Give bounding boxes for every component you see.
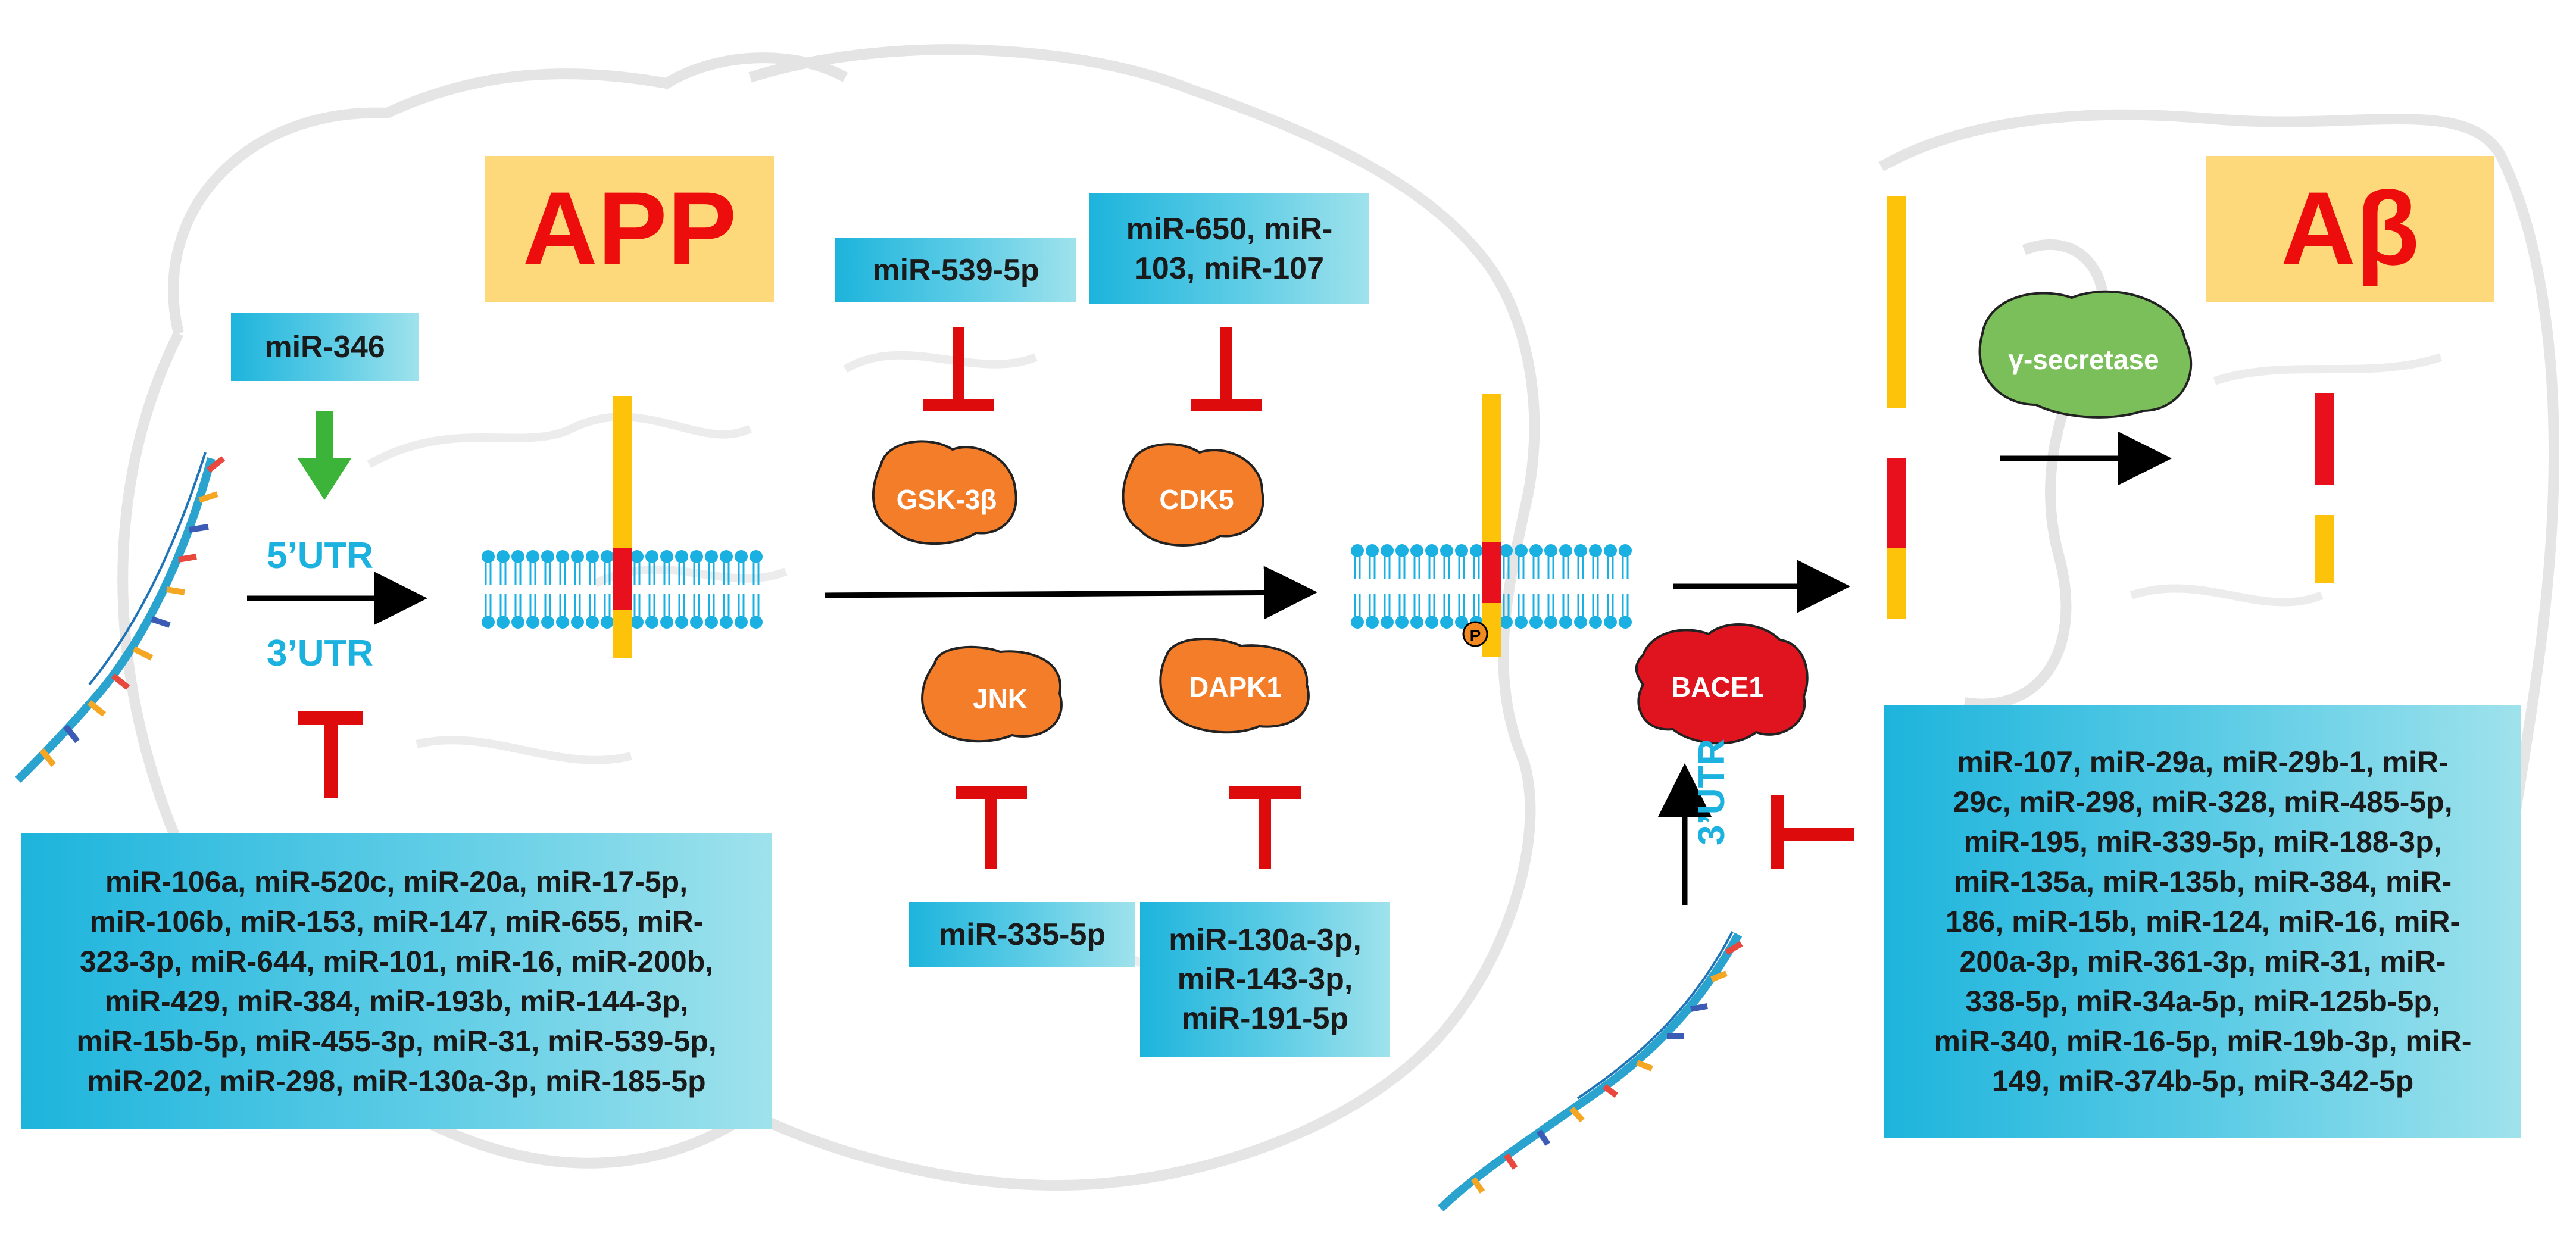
membrane-app <box>480 396 764 658</box>
bace-mirna-line: 186, miR-15b, miR-124, miR-16, miR- <box>1945 905 2461 938</box>
pathway-arrows <box>247 432 2172 905</box>
mir-335-5p-box: miR-335-5p <box>909 902 1135 967</box>
cleaved-app-fragments <box>1887 196 1906 619</box>
dapk1-mirna-line: miR-130a-3p, <box>1169 923 1362 957</box>
dapk1-mirna-line: miR-143-3p, <box>1177 962 1353 997</box>
mir-539-5p-box: miR-539-5p <box>835 238 1076 302</box>
gsk3b-label: GSK-3β <box>897 484 997 515</box>
membrane-phospho-app <box>1350 394 1633 657</box>
bace-mirna-line: 149, miR-374b-5p, miR-342-5p <box>1991 1064 2414 1098</box>
cdk5-enzyme: CDK5 <box>1122 443 1264 547</box>
mrna-strand-left <box>15 452 226 783</box>
five-utr-label: 5’UTR <box>267 535 374 576</box>
bace1-three-utr-label: 3’UTR <box>1691 738 1732 845</box>
mir-335-5p-text: miR-335-5p <box>938 917 1106 952</box>
mir-650-line-2: 103, miR-107 <box>1135 251 1324 286</box>
mrna-strand-bace1 <box>1438 931 1743 1211</box>
mir-346-text: miR-346 <box>264 329 385 364</box>
phosphate-label: P <box>1470 626 1481 645</box>
bace-mirna-line: 338-5p, miR-34a-5p, miR-125b-5p, <box>1965 985 2440 1018</box>
mir-346-box: miR-346 <box>231 313 419 381</box>
dapk1-mirna-line: miR-191-5p <box>1181 1001 1349 1036</box>
gamma-secretase-enzyme: γ-secretase <box>1978 290 2193 419</box>
bace-mirna-line: miR-107, miR-29a, miR-29b-1, miR- <box>1957 745 2449 779</box>
app-mirna-line: miR-15b-5p, miR-455-3p, miR-31, miR-539-… <box>76 1024 717 1058</box>
gamma-secretase-label: γ-secretase <box>2008 344 2159 375</box>
mir-650-line-1: miR-650, miR- <box>1126 211 1333 246</box>
bace-mirna-line: 29c, miR-298, miR-328, miR-485-5p, <box>1953 785 2453 819</box>
app-mirna-line: miR-429, miR-384, miR-193b, miR-144-3p, <box>104 984 689 1018</box>
jnk-label: JNK <box>973 683 1028 714</box>
app-title: APP <box>485 156 774 302</box>
three-utr-label: 3’UTR <box>267 633 374 674</box>
bace-mirna-line: 200a-3p, miR-361-3p, miR-31, miR- <box>1959 945 2446 978</box>
app-3utr-mirna-box: miR-106a, miR-520c, miR-20a, miR-17-5p, … <box>21 833 772 1129</box>
dapk1-label: DAPK1 <box>1189 672 1282 702</box>
bace-mirna-line: miR-195, miR-339-5p, miR-188-3p, <box>1963 825 2442 858</box>
mir-650-box: miR-650, miR- 103, miR-107 <box>1089 193 1369 304</box>
app-mirna-line: 323-3p, miR-644, miR-101, miR-16, miR-20… <box>79 944 714 978</box>
bace-mirna-line: miR-135a, miR-135b, miR-384, miR- <box>1953 865 2452 898</box>
bace1-label: BACE1 <box>1671 672 1764 702</box>
app-mirna-line: miR-202, miR-298, miR-130a-3p, miR-185-5… <box>87 1064 706 1098</box>
abeta-fragments <box>2315 393 2334 583</box>
jnk-enzyme: JNK <box>921 645 1063 743</box>
activation-arrow <box>298 411 351 500</box>
cdk5-label: CDK5 <box>1159 484 1234 515</box>
abeta-title: Aβ <box>2206 156 2494 302</box>
dapk1-enzyme: DAPK1 <box>1159 638 1310 734</box>
mir-539-5p-text: miR-539-5p <box>872 253 1039 288</box>
bace1-3utr-mirna-box: miR-107, miR-29a, miR-29b-1, miR- 29c, m… <box>1884 705 2521 1138</box>
bace1-enzyme: BACE1 <box>1635 623 1809 745</box>
bace-mirna-line: miR-340, miR-16-5p, miR-19b-3p, miR- <box>1934 1025 2472 1058</box>
app-mirna-line: miR-106a, miR-520c, miR-20a, miR-17-5p, <box>105 864 688 898</box>
inhibition-bars <box>298 327 1854 869</box>
dapk1-mirna-box: miR-130a-3p, miR-143-3p, miR-191-5p <box>1140 902 1390 1057</box>
gsk3b-enzyme: GSK-3β <box>872 440 1017 545</box>
app-mirna-line: miR-106b, miR-153, miR-147, miR-655, miR… <box>89 904 704 938</box>
